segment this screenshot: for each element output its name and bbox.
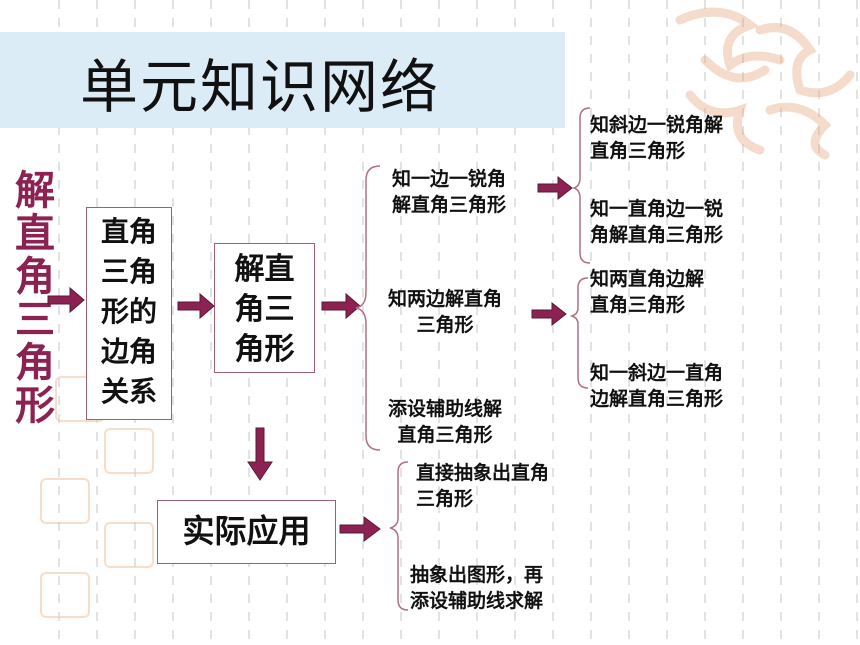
label-line: 知两直角边解 bbox=[590, 268, 705, 290]
label-line: 直接抽象出直角 bbox=[416, 462, 550, 484]
bracket bbox=[389, 461, 409, 611]
bracket bbox=[571, 107, 591, 264]
vertical-title-char: 解 bbox=[15, 168, 55, 214]
app-direct-abstraction: 直接抽象出直角 三角形 bbox=[416, 460, 549, 512]
box-line: 解直 bbox=[234, 252, 295, 287]
label-line: 直角三角形 bbox=[397, 424, 493, 446]
leaf-two-legs: 知两直角边解 直角三角形 bbox=[590, 266, 704, 318]
vertical-title-char: 直 bbox=[15, 211, 55, 257]
box-side-angle-relation: 直角 三角 形的 边角 关系 bbox=[86, 207, 172, 420]
label-line: 抽象出图形，再 bbox=[410, 564, 544, 586]
label-line: 知斜边一锐角解 bbox=[590, 114, 724, 136]
arrow-icon bbox=[531, 301, 567, 327]
label-line: 直角三角形 bbox=[590, 294, 686, 316]
label-line: 添设辅助线求解 bbox=[410, 590, 544, 612]
box-line: 角三 bbox=[234, 292, 295, 327]
label-line: 角解直角三角形 bbox=[590, 224, 724, 246]
vertical-title-char: 三 bbox=[15, 297, 55, 343]
vertical-title-char: 角 bbox=[15, 254, 55, 300]
box-line: 形的 bbox=[100, 295, 157, 328]
arrow-icon bbox=[47, 286, 85, 314]
vertical-title-char: 形 bbox=[15, 383, 55, 429]
branch-two-sides: 知两边解直角 三角形 bbox=[388, 286, 502, 338]
arrow-icon bbox=[339, 516, 381, 542]
branch-auxiliary-line: 添设辅助线解 直角三角形 bbox=[388, 396, 502, 448]
bracket bbox=[355, 165, 381, 451]
label-line: 边解直角三角形 bbox=[590, 388, 724, 410]
arrow-icon bbox=[177, 292, 215, 320]
label-line: 解直角三角形 bbox=[392, 194, 507, 216]
app-abstract-then-auxiliary: 抽象出图形，再 添设辅助线求解 bbox=[410, 562, 543, 614]
box-line: 角形 bbox=[234, 332, 295, 367]
box-line: 三角 bbox=[100, 255, 157, 288]
label-line: 直角三角形 bbox=[590, 140, 686, 162]
label-line: 知一边一锐角 bbox=[392, 168, 507, 190]
arrow-icon bbox=[321, 292, 361, 320]
label-line: 添设辅助线解 bbox=[388, 398, 503, 420]
leaf-hypotenuse-leg: 知一斜边一直角 边解直角三角形 bbox=[590, 360, 723, 412]
label-line: 知一直角边一锐 bbox=[590, 198, 724, 220]
page-title: 单元知识网络 bbox=[80, 53, 441, 121]
vertical-title-char: 角 bbox=[15, 340, 55, 386]
arrow-icon bbox=[537, 175, 573, 201]
label-line: 三角形 bbox=[416, 314, 474, 336]
bracket bbox=[569, 277, 589, 389]
decorative-stamp bbox=[40, 478, 90, 524]
box-line: 关系 bbox=[100, 375, 157, 408]
leaf-hypotenuse-angle: 知斜边一锐角解 直角三角形 bbox=[590, 112, 723, 164]
box-line: 边角 bbox=[100, 335, 157, 368]
leaf-leg-angle: 知一直角边一锐 角解直角三角形 bbox=[590, 196, 723, 248]
box-practical-application: 实际应用 bbox=[157, 500, 336, 564]
box-solve-right-triangle: 解直 角三 角形 bbox=[214, 243, 315, 373]
branch-one-side-one-angle: 知一边一锐角 解直角三角形 bbox=[392, 166, 506, 218]
decorative-stamp bbox=[40, 572, 90, 618]
arrow-icon bbox=[247, 427, 273, 481]
box-line: 直角 bbox=[100, 215, 157, 248]
label-line: 三角形 bbox=[416, 488, 474, 510]
decorative-stamp bbox=[104, 522, 154, 568]
label-line: 知两边解直角 bbox=[388, 288, 503, 310]
decorative-stamp bbox=[104, 428, 154, 474]
label-line: 知一斜边一直角 bbox=[590, 362, 724, 384]
title-band bbox=[0, 32, 565, 128]
vertical-title: 解 直 角 三 角 形 bbox=[12, 170, 58, 428]
